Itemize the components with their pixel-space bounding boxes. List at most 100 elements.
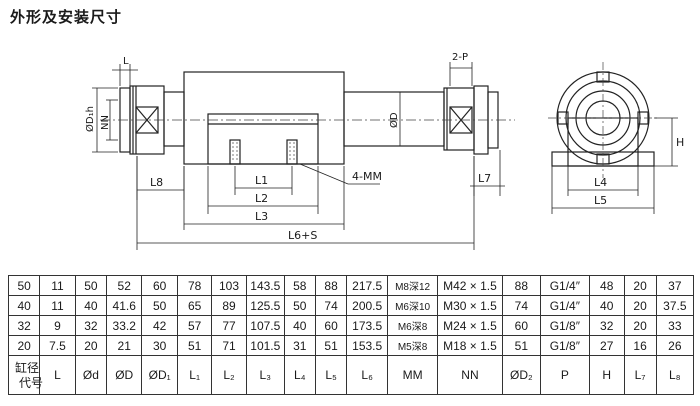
column-header: L₂ — [211, 355, 247, 395]
table-cell: M30 × 1.5 — [437, 295, 503, 316]
table-cell: 217.5 — [346, 275, 389, 296]
label-nn: NN — [100, 115, 111, 130]
table-cell: 32 — [7, 315, 41, 336]
table-cell: 20 — [623, 295, 657, 316]
table-cell: 71 — [211, 335, 247, 356]
label-l6s: L6+S — [288, 229, 317, 242]
label-L: L — [123, 56, 129, 67]
right-end-cap — [443, 87, 475, 151]
table-cell: 60 — [314, 315, 348, 336]
header-code-label: 代号 — [19, 376, 44, 390]
table-cell: 107.5 — [246, 315, 285, 336]
table-cell: 40 — [7, 295, 41, 316]
label-od: ØD — [388, 112, 400, 128]
table-cell: M5深8 — [387, 335, 439, 356]
column-header: ØD₂ — [501, 355, 541, 395]
table-cell: 77 — [211, 315, 247, 336]
table-cell: 173.5 — [346, 315, 389, 336]
table-cell: M42 × 1.5 — [437, 275, 503, 296]
table-cell: 125.5 — [246, 295, 285, 316]
table-cell: 37.5 — [655, 295, 695, 316]
table-cell: 52 — [106, 275, 143, 296]
table-cell: 78 — [177, 275, 213, 296]
table-cell: 40 — [74, 295, 108, 316]
table-cell: 33 — [655, 315, 695, 336]
left-rod-collar — [163, 91, 185, 147]
table-cell: 58 — [283, 275, 316, 296]
end-view — [551, 71, 655, 167]
column-header: L₃ — [246, 355, 285, 395]
column-header: MM — [387, 355, 439, 395]
table-cell: 88 — [501, 275, 541, 296]
table-cell: 103 — [211, 275, 247, 296]
column-header: L₆ — [346, 355, 389, 395]
label-l8: L8 — [150, 176, 163, 189]
table-cell: G1/4″ — [539, 295, 590, 316]
label-l7: L7 — [478, 172, 491, 185]
label-l3: L3 — [255, 210, 268, 223]
table-cell: 40 — [283, 315, 316, 336]
table-cell: 88 — [314, 275, 348, 296]
table-cell: 65 — [177, 295, 213, 316]
table-cell: 27 — [588, 335, 625, 356]
table-cell: G1/8″ — [539, 335, 590, 356]
label-l1: L1 — [255, 174, 268, 187]
table-cell: 74 — [314, 295, 348, 316]
table-cell: 60 — [501, 315, 541, 336]
mounting-block — [207, 113, 319, 165]
column-header: ØD₁ — [141, 355, 179, 395]
table-cell: 50 — [283, 295, 316, 316]
table-cell: 33.2 — [106, 315, 143, 336]
label-d1h: ØD₁h — [84, 106, 96, 132]
table-cell: 11 — [39, 295, 76, 316]
table-cell: 153.5 — [346, 335, 389, 356]
table-cell: 9 — [39, 315, 76, 336]
table-cell: 30 — [141, 335, 179, 356]
table-cell: 32 — [74, 315, 108, 336]
table-cell: 42 — [141, 315, 179, 336]
table-cell: M6深8 — [387, 315, 439, 336]
column-header: Ød — [74, 355, 108, 395]
column-header: L₁ — [177, 355, 213, 395]
header-corner: 缸径代号 — [7, 355, 44, 395]
label-l5: L5 — [594, 194, 607, 207]
table-cell: M8深12 — [387, 275, 439, 296]
column-header: L₈ — [655, 355, 695, 395]
label-4mm: 4-MM — [352, 170, 382, 183]
table-cell: 26 — [655, 335, 695, 356]
column-header: L₄ — [283, 355, 316, 395]
table-cell: 11 — [39, 275, 76, 296]
table-cell: 60 — [141, 275, 179, 296]
table-cell: 51 — [177, 335, 213, 356]
label-h: H — [676, 136, 684, 149]
table-cell: M6深10 — [387, 295, 439, 316]
table-cell: 51 — [501, 335, 541, 356]
table-cell: 50 — [74, 275, 108, 296]
column-header: L₇ — [623, 355, 657, 395]
table-cell: 41.6 — [106, 295, 143, 316]
column-header: ØD — [106, 355, 143, 395]
table-cell: 50 — [7, 275, 41, 296]
table-cell: 37 — [655, 275, 695, 296]
cylinder-drawing: L 2-P ØD₁h NN ØD L8 L1 L2 L3 L6+S 4-MM L… — [84, 52, 684, 250]
table-cell: 31 — [283, 335, 316, 356]
table-cell: 20 — [623, 315, 657, 336]
page-title: 外形及安装尺寸 — [10, 8, 123, 26]
table-cell: 74 — [501, 295, 541, 316]
label-l2: L2 — [255, 192, 268, 205]
table-cell: 57 — [177, 315, 213, 336]
label-2p: 2-P — [452, 52, 468, 63]
table-cell: 20 — [623, 275, 657, 296]
table-cell: 51 — [314, 335, 348, 356]
table-cell: 20 — [7, 335, 41, 356]
table-cell: 48 — [588, 275, 625, 296]
column-header: H — [588, 355, 625, 395]
table-cell: 7.5 — [39, 335, 76, 356]
column-header: L₅ — [314, 355, 348, 395]
